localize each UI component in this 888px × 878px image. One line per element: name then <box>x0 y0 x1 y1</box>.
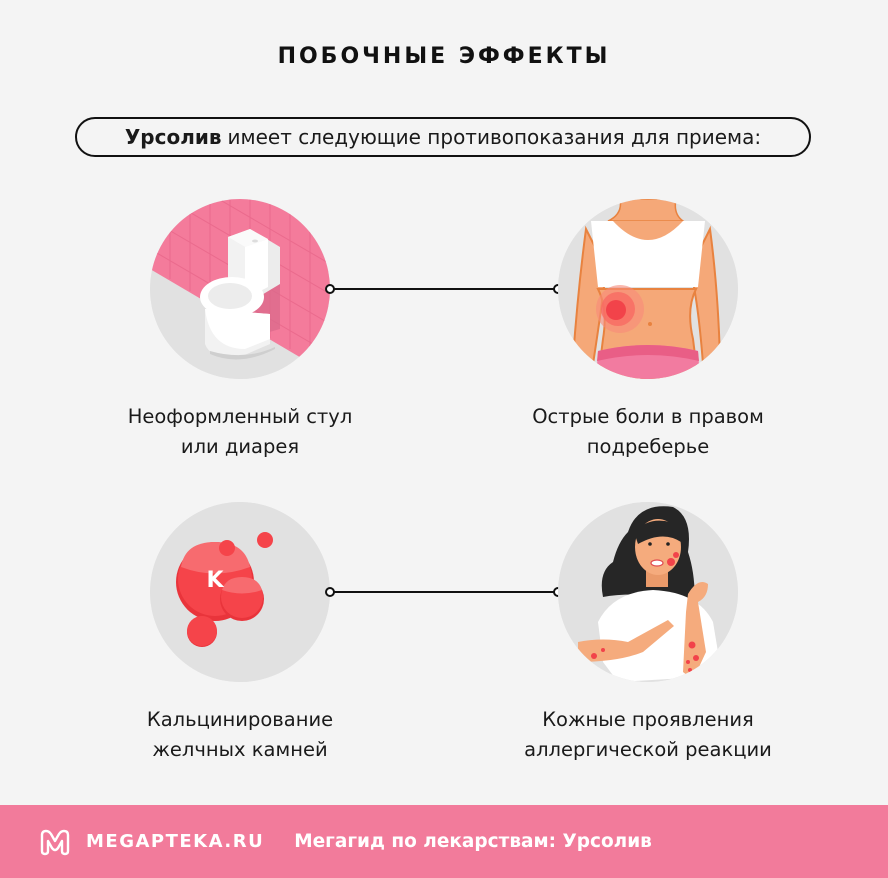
connector-line <box>334 288 554 290</box>
effect-label-abdominal-pain: Острые боли в правом подреберье <box>532 405 764 458</box>
abdominal-pain-icon <box>558 199 738 379</box>
brand-link[interactable]: MEGAPTEKA.RU <box>86 831 265 852</box>
megapteka-logo-icon[interactable] <box>38 827 72 857</box>
intro-banner: Урсолив имеет следующие противопоказания… <box>75 117 811 157</box>
intro-text: имеет следующие противопоказания для при… <box>227 125 762 149</box>
connector-line <box>334 591 554 593</box>
footer-tagline: Мегагид по лекарствам: Урсолив <box>294 831 652 852</box>
calcium-stones-icon: K <box>150 502 330 682</box>
footer-bar: MEGAPTEKA.RU Мегагид по лекарствам: Урсо… <box>0 805 888 878</box>
effect-label-gallstones: Кальцинирование желчных камней <box>146 708 334 761</box>
effect-label-diarrhea: Неоформленный стул или диарея <box>127 405 353 458</box>
toilet-icon <box>150 199 330 379</box>
page-title: ПОБОЧНЫЕ ЭФФЕКТЫ <box>277 44 611 69</box>
skin-allergy-icon <box>558 502 738 682</box>
effect-label-skin-allergy: Кожные проявления аллергической реакции <box>524 708 772 761</box>
svg-text:K: K <box>206 568 224 593</box>
drug-name: Урсолив <box>124 125 222 149</box>
